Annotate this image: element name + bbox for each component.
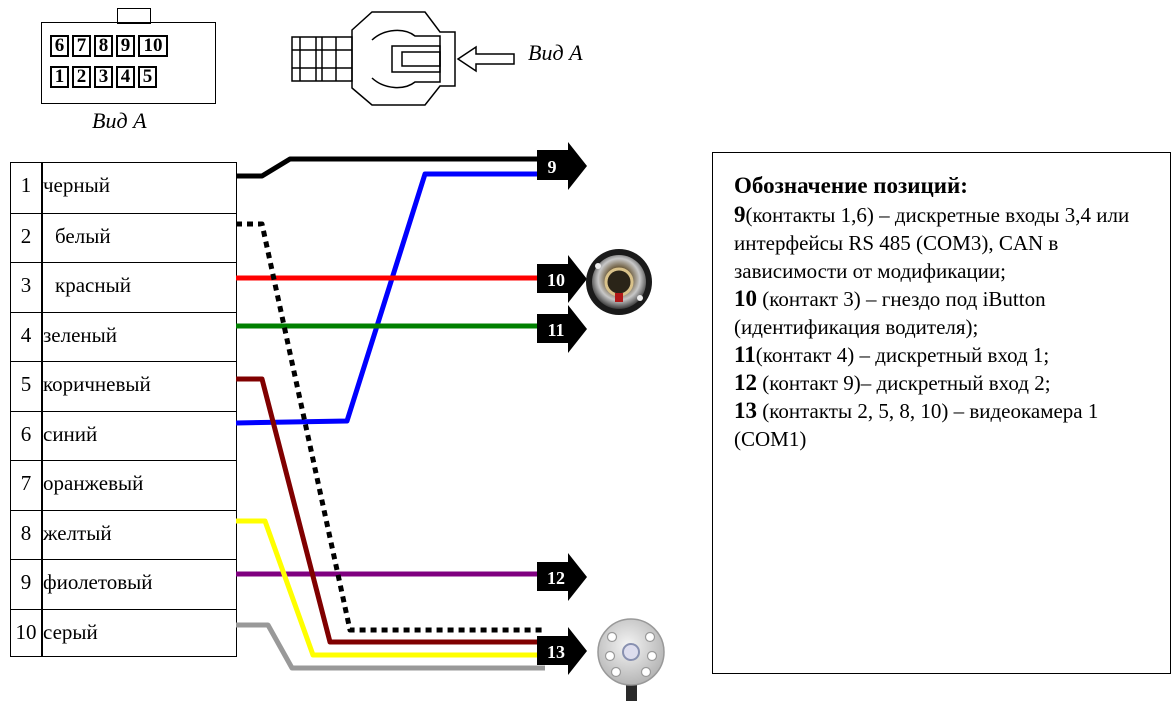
legend-item-10: 10 (контакт 3) – гнездо под iButton (иде… (734, 285, 1150, 341)
wire-number: 8 (20, 520, 32, 545)
wire-color-name: желтый (43, 520, 112, 545)
legend-item-number: 13 (734, 398, 757, 423)
connector-pinout: 6 7 8 9 10 1 2 3 4 5 (41, 22, 216, 104)
legend-item-text: (контакты 2, 5, 8, 10) – видеокамера 1 (… (734, 399, 1099, 451)
pin-1: 1 (50, 66, 69, 88)
legend-item-11: 11(контакт 4) – дискретный вход 1; (734, 341, 1150, 369)
wire-blue (235, 171, 545, 426)
wire-row-5: 5 коричневый (11, 361, 236, 411)
wire-yellow (236, 518, 545, 658)
wire-gray (236, 622, 545, 671)
wire-row-10: 10 серый (11, 608, 236, 659)
wire-number: 2 (20, 223, 32, 248)
wire-number: 7 (20, 471, 32, 495)
terminal-10: 10 (537, 255, 587, 303)
pin-7: 7 (72, 35, 91, 57)
wire-color-name: серый (43, 619, 98, 644)
wire-number: 9 (20, 570, 32, 594)
legend-item-text: (контакты 1,6) – дискретные входы 3,4 ил… (734, 203, 1130, 283)
wire-lines (235, 156, 545, 671)
wire-number: 10 (15, 619, 37, 644)
pin-10: 10 (138, 35, 168, 57)
pin-3: 3 (94, 66, 113, 88)
wire-number: 3 (20, 273, 32, 297)
wire-color-name: зеленый (43, 322, 118, 347)
wire-brown (236, 376, 545, 645)
terminal-11: 11 (537, 305, 587, 353)
pin-6: 6 (50, 35, 69, 57)
wire-row-4: 4 зеленый (11, 311, 236, 362)
position-legend: Обозначение позиций: 9(контакты 1,6) – д… (712, 152, 1171, 674)
view-a-caption: Вид А (92, 108, 147, 133)
pin-2: 2 (72, 66, 91, 88)
wire-table: 1 черный 2 белый 3 красный 4 зеленый 5 к… (10, 162, 237, 657)
legend-item-text: (контакт 3) – гнездо под iButton (иденти… (734, 287, 1046, 339)
legend-item-number: 12 (734, 370, 757, 395)
terminal-label-11: 11 (547, 320, 564, 340)
wire-row-1: 1 черный (11, 163, 236, 213)
wire-black (236, 156, 545, 179)
wire-number: 6 (20, 421, 32, 446)
wire-color-name: фиолетовый (43, 570, 153, 594)
terminal-12: 12 (537, 553, 587, 601)
wire-color-name: черный (43, 173, 110, 197)
wire-row-8: 8 желтый (11, 509, 236, 560)
wire-color-name: белый (55, 223, 111, 248)
connector-latch (117, 8, 151, 24)
wire-row-2: 2 белый (11, 212, 236, 263)
wire-color-name: красный (55, 273, 131, 297)
wire-row-9: 9 фиолетовый (11, 559, 236, 609)
terminal-label-13: 13 (547, 642, 565, 662)
legend-item-9: 9(контакты 1,6) – дискретные входы 3,4 и… (734, 201, 1150, 285)
wire-row-3: 3 красный (11, 262, 236, 312)
legend-item-number: 9 (734, 202, 746, 227)
wire-number: 1 (20, 173, 32, 197)
wire-row-7: 7 оранжевый (11, 460, 236, 510)
legend-title: Обозначение позиций: (734, 173, 968, 198)
wire-table-divider (41, 163, 43, 656)
wire-color-name: коричневый (43, 372, 151, 396)
legend-item-number: 11 (734, 342, 756, 367)
legend-item-text: (контакт 9)– дискретный вход 2; (757, 371, 1051, 395)
legend-item-13: 13 (контакты 2, 5, 8, 10) – видеокамера … (734, 397, 1150, 453)
view-a-side-caption: Вид А (528, 40, 583, 65)
terminal-label-12: 12 (547, 568, 565, 588)
terminal-13: 13 (537, 627, 587, 675)
legend-item-number: 10 (734, 286, 757, 311)
pin-5: 5 (138, 66, 157, 88)
video-camera-icon (597, 618, 665, 701)
wire-number: 4 (20, 322, 32, 347)
view-direction-arrow (456, 45, 515, 73)
terminal-label-10: 10 (547, 270, 565, 290)
wire-number: 5 (20, 372, 32, 396)
pin-4: 4 (116, 66, 135, 88)
terminal-9: 9 (537, 142, 587, 190)
pin-9: 9 (116, 35, 135, 57)
legend-item-12: 12 (контакт 9)– дискретный вход 2; (734, 369, 1150, 397)
wire-color-name: синий (43, 421, 98, 446)
connector-side-view (291, 11, 456, 106)
pin-8: 8 (94, 35, 113, 57)
terminal-label-9: 9 (548, 157, 557, 177)
wire-white-dotted (236, 221, 545, 633)
legend-item-text: (контакт 4) – дискретный вход 1; (755, 343, 1050, 367)
wire-row-6: 6 синий (11, 410, 236, 461)
ibutton-reader-icon (586, 249, 652, 315)
wire-color-name: оранжевый (43, 471, 144, 495)
